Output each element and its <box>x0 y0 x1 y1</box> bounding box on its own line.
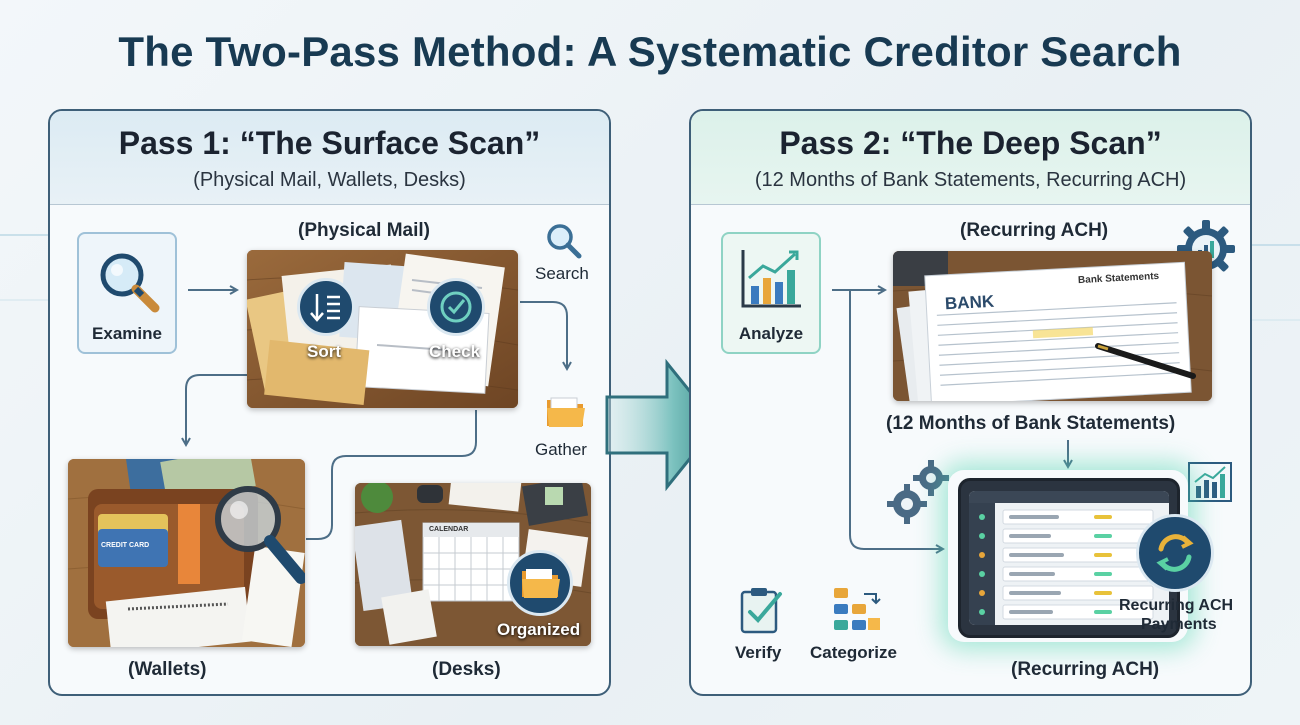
page-title: The Two-Pass Method: A Systematic Credit… <box>118 28 1182 75</box>
recurring-ach-top-label: (Recurring ACH) <box>960 220 1109 241</box>
tablet-sidebar <box>969 503 995 625</box>
pass2-subtitle: (12 Months of Bank Statements, Recurring… <box>754 169 1187 191</box>
desks-label: (Desks) <box>432 659 501 680</box>
categorize-icon <box>834 588 881 630</box>
verify-label: Verify <box>735 643 782 662</box>
examine-card[interactable]: Examine <box>77 232 177 354</box>
statements-illustration <box>893 251 1212 401</box>
folder-icon <box>547 397 585 427</box>
examine-label: Examine <box>92 324 162 343</box>
desk-illustration <box>355 483 591 646</box>
calendar-text: CALENDAR <box>429 526 469 533</box>
wallet-photo: CREDIT CARD <box>68 459 305 647</box>
tablet-topbar <box>969 491 1169 503</box>
organized-folder-icon <box>507 550 573 616</box>
pass1-header: Pass 1: “The Surface Scan” (Physical Mai… <box>50 111 609 205</box>
ach-payments-line2: Payments <box>1141 616 1217 633</box>
bank-statements-photo: BANK Bank Statements <box>893 251 1212 401</box>
verify-clipboard-icon <box>740 588 782 634</box>
sort-label: Sort <box>307 342 341 361</box>
categorize-label: Categorize <box>810 643 897 662</box>
recurring-ach-bottom-label: (Recurring ACH) <box>1011 659 1160 680</box>
pass2-title: Pass 2: “The Deep Scan” <box>779 125 1162 161</box>
recurring-sync-icon <box>1136 514 1214 592</box>
wallet-magnifier-icon <box>215 486 305 584</box>
magnifier-icon <box>100 253 160 313</box>
chart-icon <box>741 250 801 308</box>
gather-label: Gather <box>535 440 587 459</box>
gears-icon <box>887 460 949 524</box>
analyze-label: Analyze <box>738 324 804 343</box>
physical-mail-label: (Physical Mail) <box>298 220 430 241</box>
search-label: Search <box>535 264 589 283</box>
tablet-screen <box>969 491 1169 625</box>
organized-label: Organized <box>497 620 581 639</box>
pass2-header: Pass 2: “The Deep Scan” (12 Months of Ba… <box>691 111 1250 205</box>
wallet-card-text: CREDIT CARD <box>101 542 150 549</box>
pass1-title: Pass 1: “The Surface Scan” <box>118 125 541 161</box>
check-icon <box>427 278 485 336</box>
bank-text: BANK <box>944 291 995 314</box>
ach-payments-line1: Recurring ACH <box>1119 597 1234 614</box>
pass1-subtitle: (Physical Mail, Wallets, Desks) <box>193 169 466 191</box>
growth-chart-icon <box>1188 462 1232 502</box>
bank-statements-label: (12 Months of Bank Statements) <box>886 413 1176 434</box>
desk-photo: CALENDAR Organized <box>355 483 591 646</box>
tablet-rows <box>979 509 1154 620</box>
wallets-label: (Wallets) <box>128 659 207 680</box>
sort-icon <box>297 278 355 336</box>
search-icon <box>547 224 582 259</box>
analyze-card[interactable]: Analyze <box>721 232 821 354</box>
check-label: Check <box>429 342 481 361</box>
physical-mail-photo: Sort Check <box>247 250 518 408</box>
